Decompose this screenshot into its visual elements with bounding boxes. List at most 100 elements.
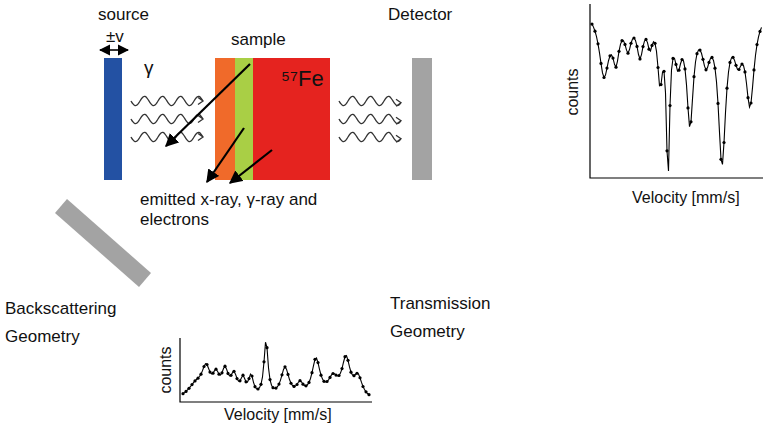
data-point xyxy=(253,385,256,388)
data-point xyxy=(322,380,325,383)
data-point xyxy=(193,379,196,382)
data-point xyxy=(346,359,349,362)
data-point xyxy=(725,87,728,90)
spectrum-curve xyxy=(592,24,762,171)
spectrum-points xyxy=(181,346,370,396)
data-point xyxy=(677,69,680,72)
data-point xyxy=(349,371,352,374)
data-point xyxy=(719,158,722,161)
detector-bar xyxy=(55,199,151,287)
sample-block: ⁵⁷Fesample xyxy=(215,58,330,180)
data-point xyxy=(289,382,292,385)
data-point xyxy=(295,383,298,386)
data-point xyxy=(695,52,698,55)
data-point xyxy=(271,386,274,389)
data-point xyxy=(340,367,343,370)
data-point xyxy=(653,42,656,45)
data-point xyxy=(181,392,184,395)
data-point xyxy=(656,66,659,69)
data-point xyxy=(650,44,653,47)
data-point xyxy=(698,48,701,51)
data-point xyxy=(734,64,737,67)
data-point xyxy=(364,390,367,393)
geometry-label: Backscattering Geometry xyxy=(5,295,135,351)
data-point xyxy=(265,346,268,349)
data-point xyxy=(214,368,217,371)
data-point xyxy=(704,68,707,71)
data-point xyxy=(196,377,199,380)
data-point xyxy=(325,380,328,383)
velocity-arrow xyxy=(100,49,128,51)
detector-outline-svg xyxy=(5,195,155,345)
data-point xyxy=(686,106,689,109)
data-point xyxy=(232,370,235,373)
data-point xyxy=(668,104,671,107)
data-point xyxy=(211,372,214,375)
data-point xyxy=(692,75,695,78)
data-point xyxy=(250,374,253,377)
data-point xyxy=(710,56,713,59)
data-point xyxy=(247,377,250,380)
data-point xyxy=(337,374,340,377)
data-point xyxy=(229,374,232,377)
detector-bar: Detector xyxy=(412,58,432,180)
data-point xyxy=(659,83,662,86)
data-point xyxy=(611,56,614,59)
data-point xyxy=(184,390,187,393)
data-point xyxy=(716,102,719,105)
data-point xyxy=(602,76,605,79)
data-point xyxy=(689,120,692,123)
data-point xyxy=(620,39,623,42)
data-point xyxy=(749,101,752,104)
data-point xyxy=(298,379,301,382)
data-point xyxy=(608,54,611,57)
data-point xyxy=(241,374,244,377)
geometry-label: Transmission Geometry xyxy=(390,290,505,346)
data-point xyxy=(313,358,316,361)
axis-label: Velocity [mm/s] xyxy=(224,405,332,424)
data-point xyxy=(223,365,226,368)
data-point xyxy=(334,373,337,376)
data-point xyxy=(205,363,208,366)
data-point xyxy=(235,377,238,380)
data-point xyxy=(701,58,704,61)
data-point xyxy=(319,374,322,377)
data-point xyxy=(662,70,665,73)
gamma-beam xyxy=(339,96,401,142)
data-point xyxy=(358,376,361,379)
axis-label: Velocity [mm/s] xyxy=(632,188,740,207)
data-point xyxy=(343,355,346,358)
data-point xyxy=(665,149,668,152)
data-point xyxy=(746,96,749,99)
detector-label: Detector xyxy=(388,5,452,25)
data-point xyxy=(623,43,626,46)
velocity-label: ±v xyxy=(106,27,124,47)
data-point xyxy=(755,43,758,46)
data-point xyxy=(259,383,262,386)
data-point xyxy=(199,373,202,376)
data-point xyxy=(731,56,734,59)
spectrum-curve xyxy=(183,342,369,395)
data-point xyxy=(190,383,193,386)
spectrum-points xyxy=(590,22,761,161)
data-point xyxy=(599,62,602,65)
data-point xyxy=(728,61,731,64)
data-point xyxy=(328,376,331,379)
data-point xyxy=(632,36,635,39)
data-point xyxy=(286,373,289,376)
axis-label: counts xyxy=(563,68,582,115)
data-point xyxy=(743,70,746,73)
data-point xyxy=(617,50,620,53)
data-point xyxy=(361,385,364,388)
data-point xyxy=(590,22,593,25)
data-point xyxy=(355,372,358,375)
data-point xyxy=(256,387,259,390)
data-point xyxy=(352,374,355,377)
data-point xyxy=(638,57,641,60)
source-bar: source xyxy=(104,58,122,180)
data-point xyxy=(304,384,307,387)
data-point xyxy=(238,379,241,382)
data-point xyxy=(614,66,617,69)
gamma-label: γ xyxy=(144,57,154,80)
sample-label: sample xyxy=(231,30,286,50)
